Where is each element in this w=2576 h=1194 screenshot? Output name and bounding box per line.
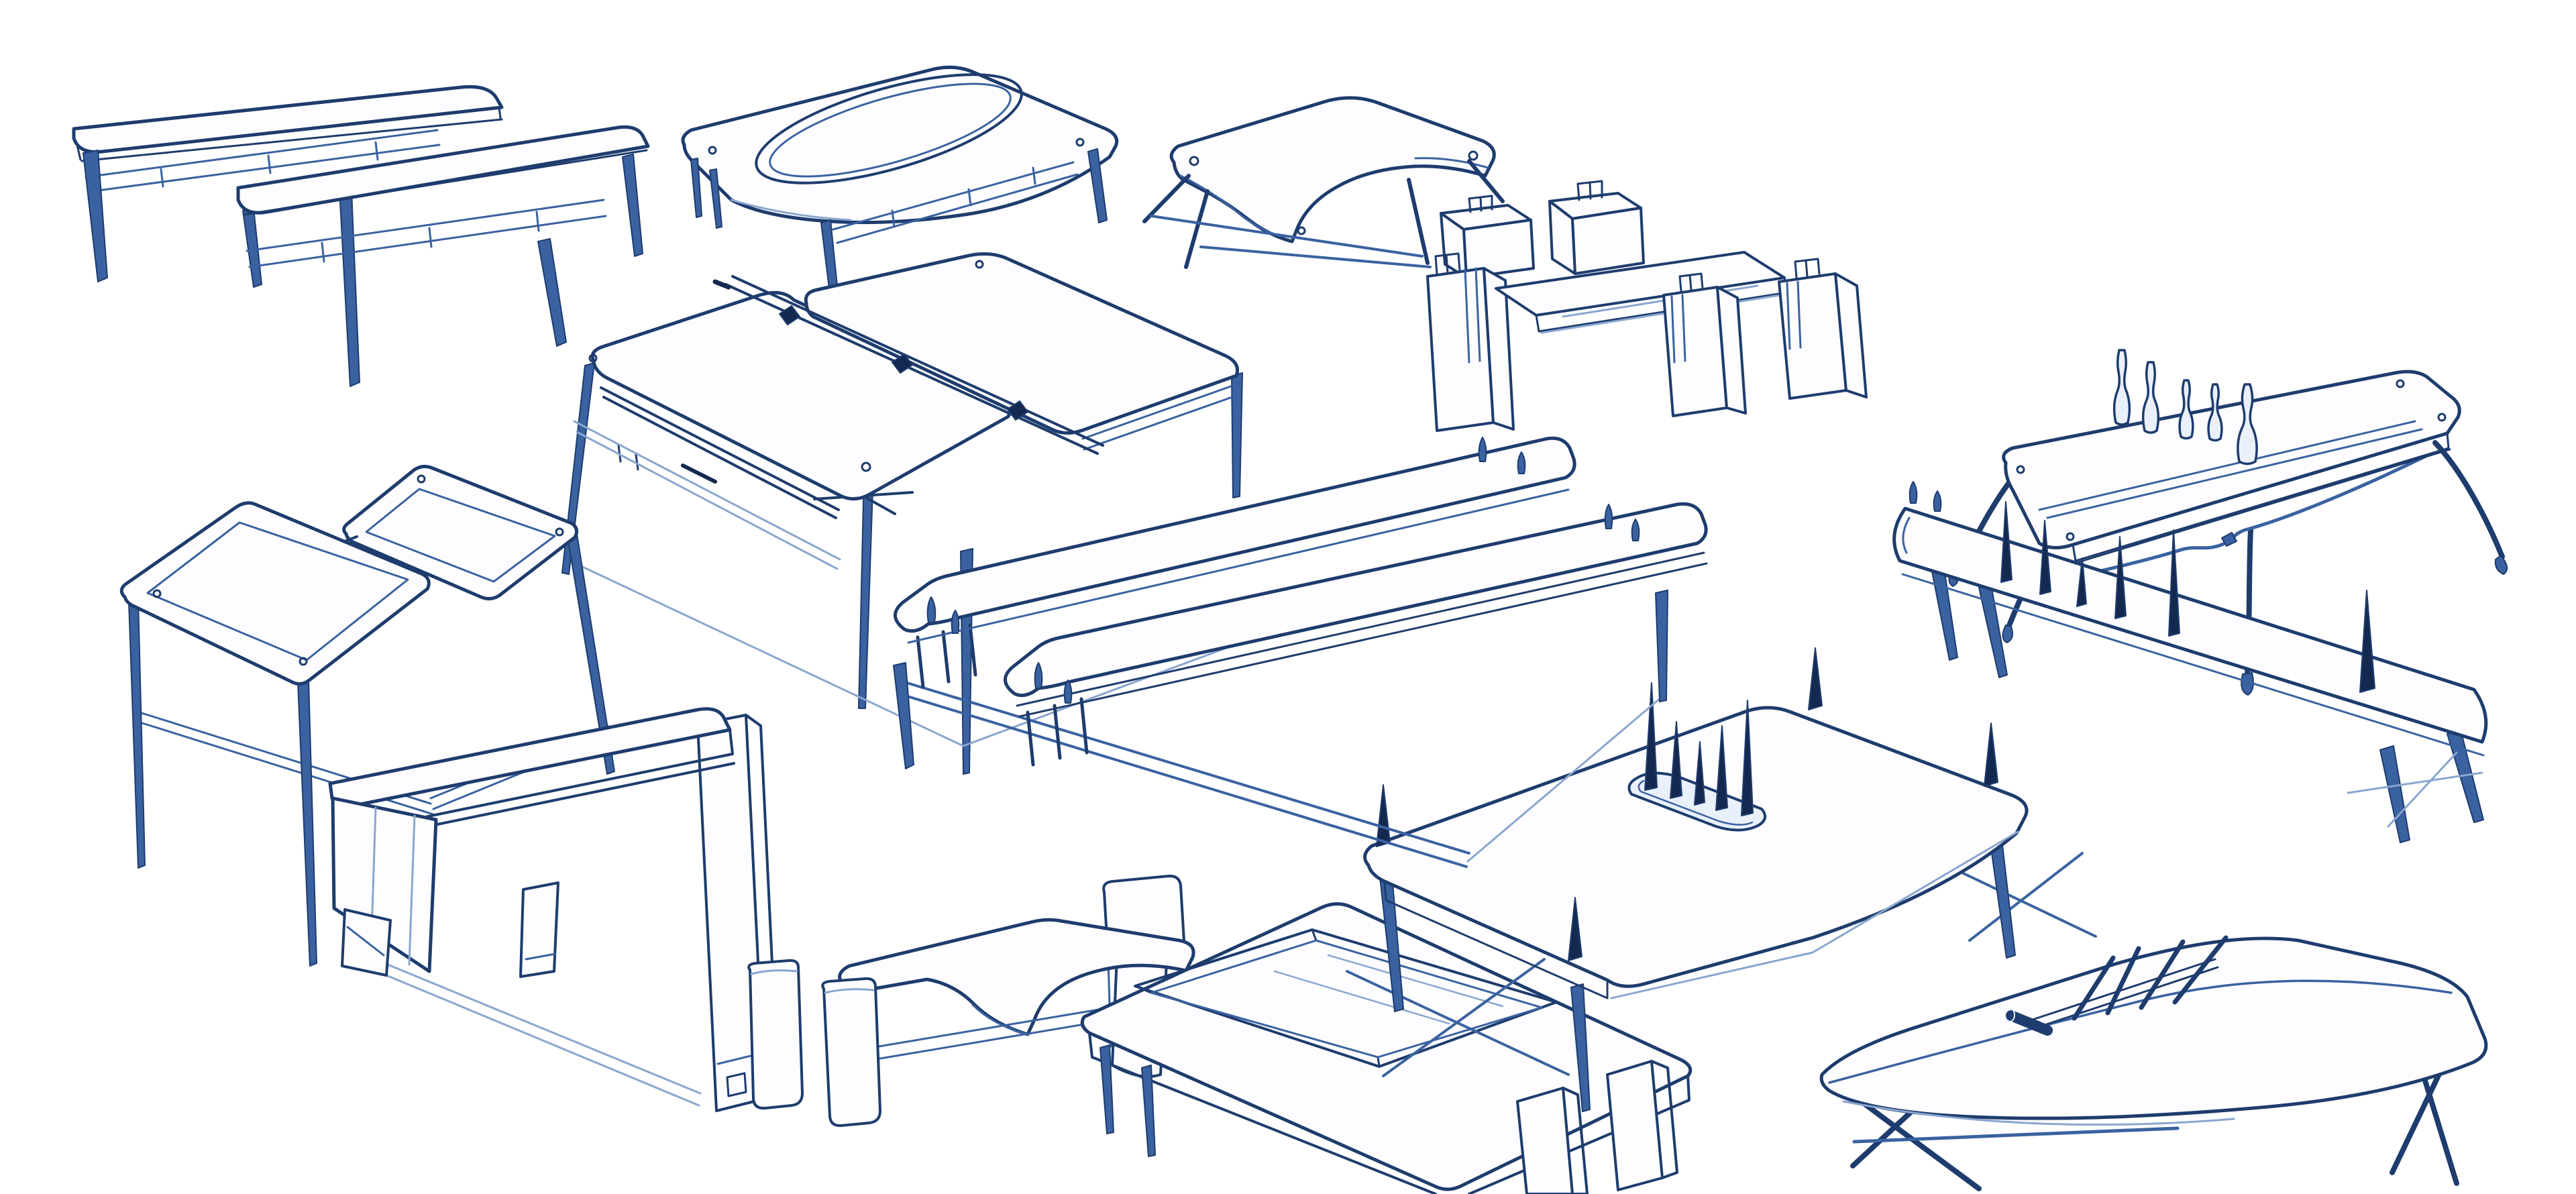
pin-spindle-table (1892, 481, 2488, 843)
two-tier-offset-table (72, 85, 650, 387)
curved-stick-bench (1819, 935, 2488, 1191)
boomerang-table (1142, 96, 1505, 269)
block-leg-table (1426, 180, 1868, 432)
waterfall-slab-bench (328, 707, 780, 1112)
vase-spindle-bench (1948, 349, 2508, 696)
tray-top-table (1080, 902, 1693, 1194)
two-level-peg-bench (893, 436, 1708, 868)
offset-two-top-table (119, 464, 615, 967)
oval-cutout-table (681, 65, 1119, 289)
spike-oval-cutout-table (1346, 647, 2097, 1112)
